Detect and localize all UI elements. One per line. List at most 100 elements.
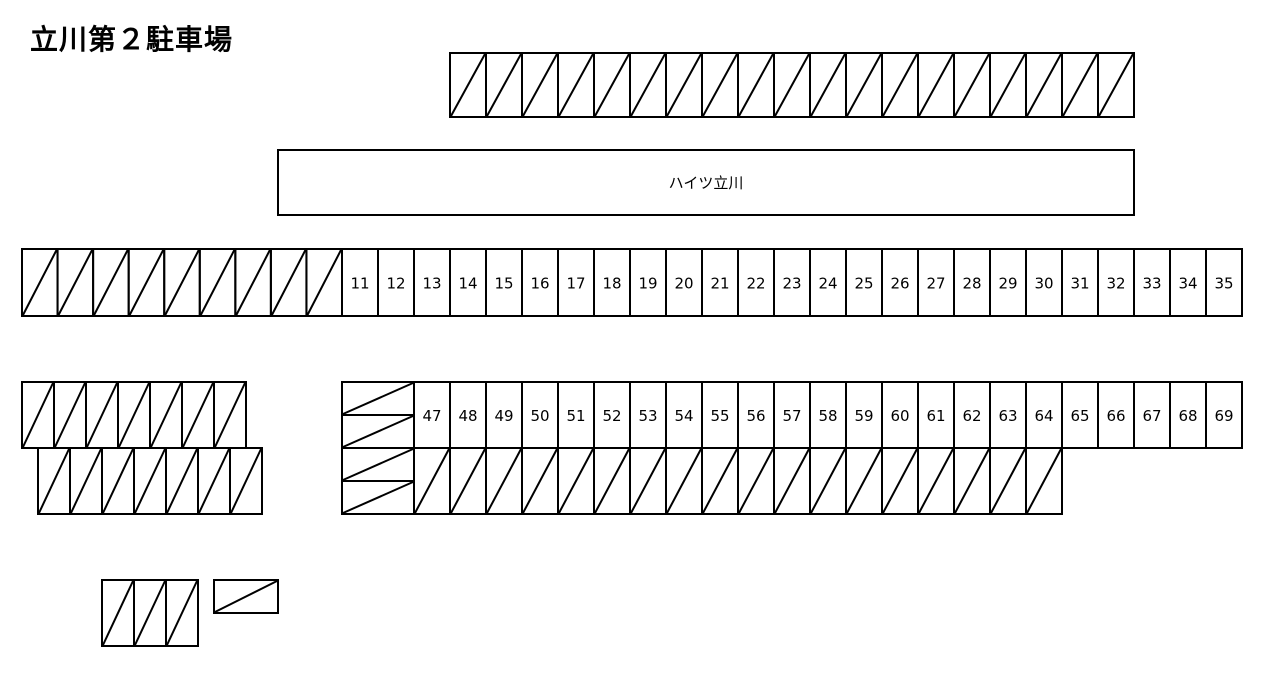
unavailable-mark xyxy=(702,448,738,514)
unavailable-mark xyxy=(558,53,594,117)
spot-number-51: 51 xyxy=(566,407,585,425)
unavailable-mark xyxy=(22,382,54,448)
unavailable-mark xyxy=(738,448,774,514)
unavailable-mark xyxy=(594,448,630,514)
row-top xyxy=(449,52,1135,118)
unavailable-mark xyxy=(199,249,236,316)
unavailable-mark xyxy=(810,53,846,117)
unavailable-mark xyxy=(86,382,118,448)
spot-number-19: 19 xyxy=(638,275,657,293)
spot-number-57: 57 xyxy=(782,407,801,425)
unavailable-mark xyxy=(54,382,86,448)
spot-number-11: 11 xyxy=(350,275,369,293)
spot-number-23: 23 xyxy=(782,275,801,293)
unavailable-mark xyxy=(134,448,166,514)
spot-number-22: 22 xyxy=(746,275,765,293)
unavailable-mark xyxy=(558,448,594,514)
spot-number-24: 24 xyxy=(818,275,837,293)
unavailable-mark xyxy=(166,448,198,514)
unavailable-mark xyxy=(1062,53,1098,117)
spot-number-28: 28 xyxy=(962,275,981,293)
unavailable-mark xyxy=(102,580,134,646)
unavailable-mark xyxy=(230,448,262,514)
unavailable-mark xyxy=(182,382,214,448)
spot-number-66: 66 xyxy=(1106,407,1125,425)
unavailable-mark xyxy=(882,448,918,514)
unavailable-mark xyxy=(990,53,1026,117)
unavailable-mark xyxy=(522,53,558,117)
spot-number-16: 16 xyxy=(530,275,549,293)
spot-number-48: 48 xyxy=(458,407,477,425)
unavailable-mark xyxy=(918,448,954,514)
spot-number-59: 59 xyxy=(854,407,873,425)
parking-spot-unavailable xyxy=(165,579,199,647)
unavailable-mark xyxy=(164,249,200,316)
unavailable-mark xyxy=(594,53,630,117)
parking-spot-69 xyxy=(1205,381,1243,449)
spot-number-27: 27 xyxy=(926,275,945,293)
row-center-lower xyxy=(341,447,1063,515)
spot-number-29: 29 xyxy=(998,275,1017,293)
spot-number-67: 67 xyxy=(1142,407,1161,425)
unavailable-mark xyxy=(666,448,702,514)
unavailable-mark xyxy=(414,448,450,514)
row-left-lower xyxy=(37,447,263,515)
building-label: ハイツ立川 xyxy=(669,174,744,192)
unavailable-mark xyxy=(342,382,414,415)
spot-number-53: 53 xyxy=(638,407,657,425)
spot-number-65: 65 xyxy=(1070,407,1089,425)
unavailable-mark xyxy=(22,249,58,316)
spot-number-17: 17 xyxy=(566,275,585,293)
unavailable-mark xyxy=(738,53,774,117)
unavailable-mark xyxy=(954,448,990,514)
unavailable-mark xyxy=(450,448,486,514)
parking-spot-unavailable xyxy=(229,447,263,515)
unavailable-mark xyxy=(306,249,342,316)
spot-number-30: 30 xyxy=(1034,275,1053,293)
row-bottom-single xyxy=(213,579,279,614)
unavailable-mark xyxy=(1098,53,1134,117)
spot-number-26: 26 xyxy=(890,275,909,293)
spot-number-20: 20 xyxy=(674,275,693,293)
unavailable-mark xyxy=(918,53,954,117)
unavailable-mark xyxy=(166,580,198,646)
unavailable-mark xyxy=(342,481,414,514)
page-title: 立川第２駐車場 xyxy=(30,23,234,56)
parking-spot-unavailable xyxy=(1097,52,1135,118)
unavailable-mark xyxy=(214,580,278,613)
unavailable-mark xyxy=(57,249,93,316)
unavailable-mark xyxy=(70,448,102,514)
unavailable-mark xyxy=(450,53,486,117)
building-outline xyxy=(277,149,1135,216)
spot-number-25: 25 xyxy=(854,275,873,293)
building-haitsu-tachikawa: ハイツ立川 xyxy=(277,149,1135,216)
spot-number-12: 12 xyxy=(386,275,405,293)
unavailable-mark xyxy=(342,415,414,448)
unavailable-mark xyxy=(666,53,702,117)
unavailable-mark xyxy=(150,382,182,448)
unavailable-mark xyxy=(102,448,134,514)
spot-number-50: 50 xyxy=(530,407,549,425)
row-left-upper xyxy=(21,381,247,449)
spot-number-56: 56 xyxy=(746,407,765,425)
unavailable-mark xyxy=(486,53,522,117)
unavailable-mark xyxy=(134,580,166,646)
spot-number-69: 69 xyxy=(1214,407,1233,425)
spot-number-47: 47 xyxy=(422,407,441,425)
unavailable-mark xyxy=(128,249,165,316)
spot-number-61: 61 xyxy=(926,407,945,425)
spot-number-63: 63 xyxy=(998,407,1017,425)
unavailable-mark xyxy=(214,382,246,448)
spot-number-35: 35 xyxy=(1214,275,1233,293)
spot-number-13: 13 xyxy=(422,275,441,293)
spot-number-64: 64 xyxy=(1034,407,1053,425)
spot-number-33: 33 xyxy=(1142,275,1161,293)
spot-number-31: 31 xyxy=(1070,275,1089,293)
unavailable-mark xyxy=(990,448,1026,514)
unavailable-mark xyxy=(630,53,666,117)
unavailable-mark xyxy=(774,53,810,117)
spot-number-54: 54 xyxy=(674,407,693,425)
